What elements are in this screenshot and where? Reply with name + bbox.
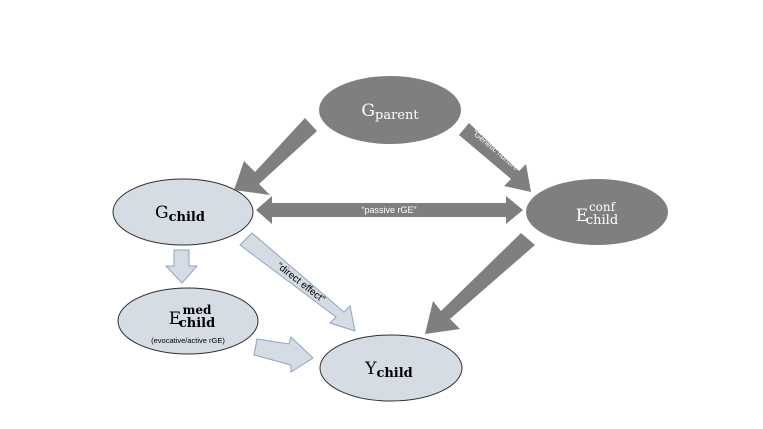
e-med-sub: child	[179, 316, 215, 331]
node-e-med-child: E med child (evocative/active rGE)	[117, 287, 259, 355]
arrow-direct-effect	[239, 232, 356, 332]
arrow-econf-to-ychild	[425, 233, 535, 334]
e-conf-base: E	[576, 206, 588, 226]
g-parent-sub: parent	[375, 108, 419, 123]
node-e-conf-child: E conf child	[526, 179, 668, 245]
y-child-base: Y	[364, 359, 377, 379]
g-child-base: G	[155, 203, 169, 223]
svg-text:Gparent: Gparent	[361, 101, 419, 123]
y-child-sub: child	[376, 366, 412, 381]
direct-effect-label: “direct effect”	[274, 261, 327, 305]
e-med-base: E	[169, 309, 181, 329]
g-child-sub: child	[169, 210, 205, 225]
arrow-gparent-to-econf	[459, 123, 531, 192]
passive-rge-label: “passive rGE”	[361, 205, 416, 215]
g-parent-base: G	[361, 101, 375, 121]
node-g-parent: Gparent	[319, 76, 461, 144]
e-conf-sup: conf	[589, 200, 617, 214]
node-y-child: Ychild	[319, 334, 463, 402]
svg-text:Ychild: Ychild	[364, 359, 413, 381]
svg-text:Gchild: Gchild	[155, 203, 205, 225]
arrow-gparent-to-gchild	[234, 118, 317, 195]
node-g-child: Gchild	[112, 178, 254, 246]
arrow-emed-to-ychild	[253, 336, 314, 373]
e-conf-sub: child	[586, 213, 618, 228]
arrow-passive-rge	[256, 196, 523, 224]
e-med-note: (evocative/active rGE)	[151, 336, 225, 345]
e-med-sup: med	[183, 303, 212, 317]
arrow-gchild-to-emed	[164, 249, 199, 284]
